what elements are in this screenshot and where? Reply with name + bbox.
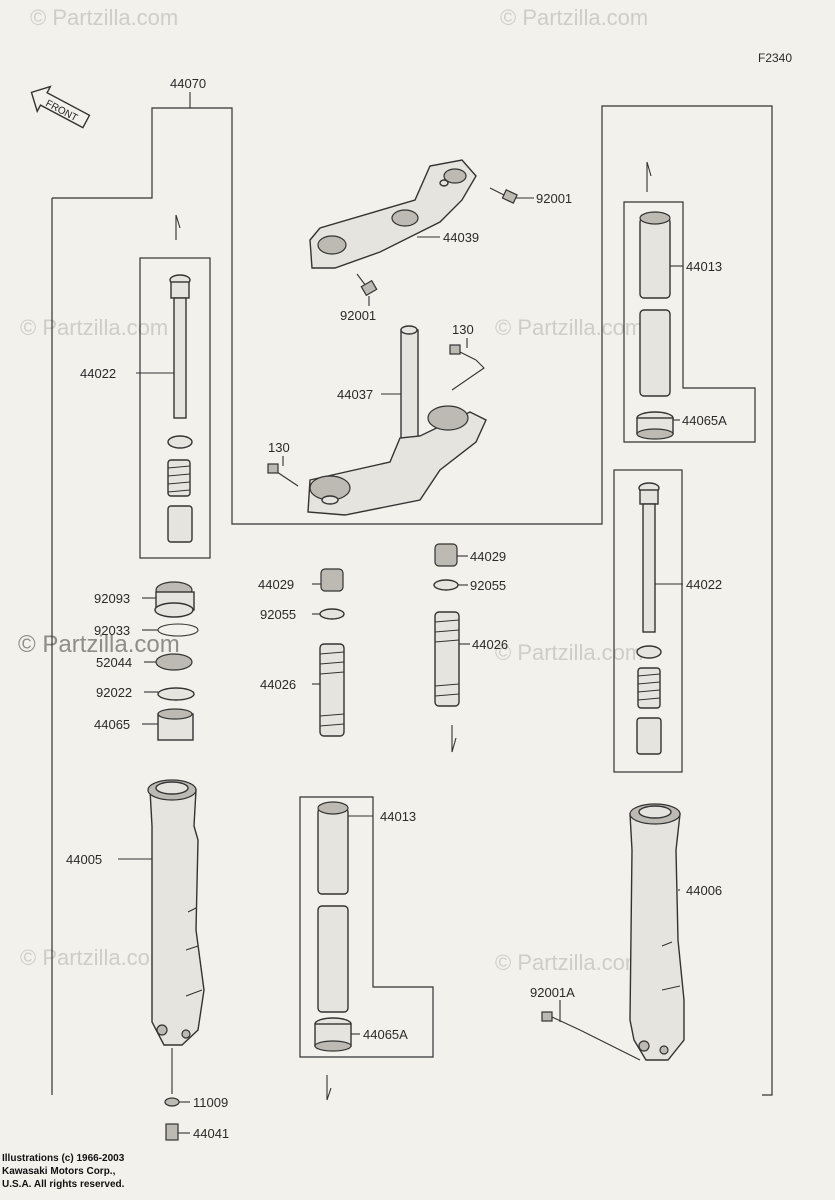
watermark-text: © Partzilla.com [20, 315, 168, 340]
part-label-44039: 44039 [443, 230, 479, 245]
damper-kit-box-left [139, 257, 211, 559]
watermark-text: © Partzilla.com [18, 631, 180, 658]
bolt-130-left [267, 463, 299, 487]
part-label-44006: 44006 [686, 883, 722, 898]
copyright-line: U.S.A. All rights reserved. [2, 1179, 125, 1190]
part-label-52044: 52044 [96, 655, 132, 670]
part-label-44037: 44037 [337, 387, 373, 402]
copyright-line: Illustrations (c) 1966-2003 [2, 1153, 125, 1164]
assembly-outline-44070 [51, 105, 773, 1096]
watermark-text: © Partzilla.com [495, 640, 643, 665]
outer-tube-44005 [147, 779, 205, 1046]
damper-kit-box-right [613, 469, 683, 773]
part-label-44022: 44022 [686, 577, 722, 592]
part-label-11009: 11009 [193, 1095, 228, 1110]
watermark-text: © Partzilla.com [30, 5, 178, 30]
part-label-44026: 44026 [260, 677, 296, 692]
part-label-44065A: 44065A [363, 1027, 408, 1042]
inner-tube-44013-top [636, 211, 674, 440]
part-label-92055: 92055 [260, 607, 296, 622]
part-label-44041: 44041 [193, 1126, 229, 1141]
part-label-44026: 44026 [472, 637, 508, 652]
bolt-92001-top [489, 187, 518, 204]
watermark-text: © Partzilla.com [495, 315, 643, 340]
bolt-130-right [449, 344, 485, 391]
part-label-44013: 44013 [686, 259, 722, 274]
part-label-92055: 92055 [470, 578, 506, 593]
part-label-44029: 44029 [470, 549, 506, 564]
part-label-44029: 44029 [258, 577, 294, 592]
part-label-92093: 92093 [94, 591, 130, 606]
watermark-text: © Partzilla.com [500, 5, 648, 30]
part-label-92033: 92033 [94, 623, 130, 638]
tube-kit-box-top [623, 201, 756, 443]
watermark-text: © Partzilla.com [20, 945, 168, 970]
copyright-notice: Illustrations (c) 1966-2003 Kawasaki Mot… [2, 1152, 124, 1191]
outer-tube-44006 [629, 803, 685, 1061]
inner-tube-44013-bottom [314, 801, 352, 1052]
arrow-down-icon [451, 725, 457, 753]
upper-bracket-44039 [309, 159, 477, 269]
part-label-44005: 44005 [66, 852, 102, 867]
tube-kit-box-bottom [299, 796, 434, 1058]
arrow-up-icon [175, 214, 181, 240]
part-label-92001: 92001 [536, 191, 572, 206]
part-label-44065A: 44065A [682, 413, 727, 428]
seal-stack-left [154, 581, 199, 741]
arrow-down-icon [326, 1075, 332, 1101]
part-label-44070: 44070 [170, 76, 206, 91]
part-label-130: 130 [452, 322, 474, 337]
bolt-92001A [541, 1011, 641, 1061]
part-label-92001A: 92001A [530, 985, 575, 1000]
damper-rod-44022-right [636, 482, 662, 755]
copyright-line: Kawasaki Motors Corp., [2, 1166, 116, 1177]
cap-spring-right [433, 543, 460, 707]
cap-spring-mid [319, 568, 345, 737]
part-labels: 44070 92001 44039 92001 130 44037 130 44… [66, 76, 727, 1141]
part-label-44013: 44013 [380, 809, 416, 824]
damper-rod-44022-left [167, 274, 193, 543]
watermarks: © Partzilla.com © Partzilla.com © Partzi… [18, 5, 648, 975]
washer-11009 [164, 1048, 180, 1107]
part-label-92022: 92022 [96, 685, 132, 700]
front-arrow-icon: FRONT [30, 85, 91, 129]
leader-lines [118, 197, 683, 1134]
bolt-92001-mid [356, 273, 378, 297]
diagram-code: F2340 [758, 51, 792, 65]
part-label-44022: 44022 [80, 366, 116, 381]
bolt-44041 [165, 1123, 179, 1141]
stem-bracket-44037 [307, 325, 487, 516]
watermark-text: © Partzilla.com [495, 950, 643, 975]
arrow-up-icon [646, 161, 652, 192]
part-label-92001: 92001 [340, 308, 376, 323]
part-label-130: 130 [268, 440, 290, 455]
part-label-44065: 44065 [94, 717, 130, 732]
